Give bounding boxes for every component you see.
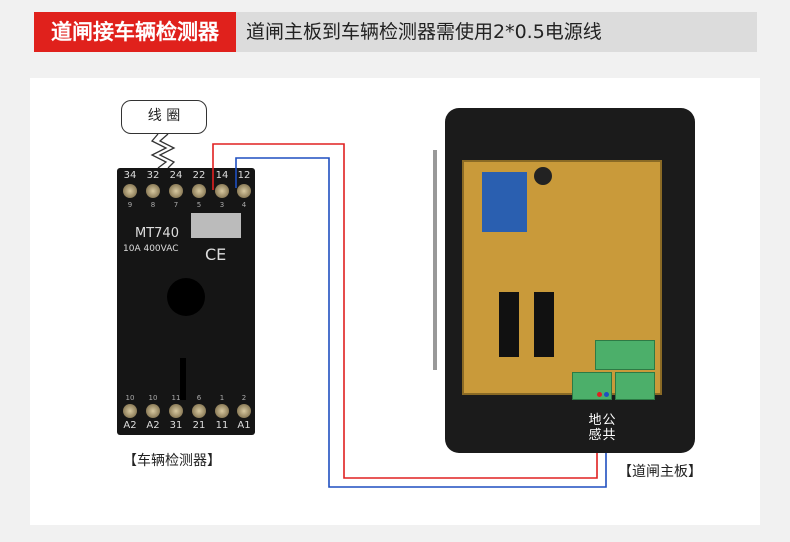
antenna-icon (433, 150, 437, 370)
top-pin-number: 4 (241, 201, 247, 209)
screw-terminal[interactable] (237, 184, 251, 198)
top-terminal-label: 12 (237, 170, 251, 181)
relay-icon (499, 292, 519, 357)
top-pin-number: 5 (196, 201, 202, 209)
screw-terminal[interactable] (192, 404, 206, 418)
top-terminal-label: 34 (123, 170, 137, 181)
coil-lead-icon (150, 133, 168, 169)
ground-sense-label: 地感 (588, 413, 602, 443)
header-tag: 道闸接车辆检测器 (34, 12, 236, 52)
top-terminal-label: 32 (146, 170, 160, 181)
bottom-pin-number: 2 (241, 394, 247, 402)
terminal-block (615, 372, 655, 400)
screw-terminal[interactable] (123, 404, 137, 418)
detector-caption: 【车辆检测器】 (123, 453, 221, 469)
top-pin-number: 7 (173, 201, 179, 209)
coil-lead-icon (158, 133, 176, 169)
screw-terminal[interactable] (237, 404, 251, 418)
bottom-terminal-label: A1 (237, 420, 251, 431)
socket-center-icon (167, 278, 205, 316)
screw-terminal[interactable] (215, 404, 229, 418)
screw-terminal[interactable] (146, 184, 160, 198)
common-label: 公共 (602, 413, 616, 443)
screw-terminal[interactable] (169, 404, 183, 418)
red-wire (212, 143, 598, 479)
ce-mark: CE (205, 245, 227, 264)
top-pin-number: 3 (219, 201, 225, 209)
screw-terminal[interactable] (169, 184, 183, 198)
blue-wire (235, 157, 607, 488)
mainboard-pcb (462, 160, 662, 395)
coil-label: 线 圈 (121, 100, 207, 134)
bottom-terminal-label: A2 (146, 420, 160, 431)
bottom-terminal-label: 11 (215, 420, 229, 431)
relay-icon (534, 292, 554, 357)
mainboard-caption: 【道闸主板】 (618, 464, 702, 480)
bottom-terminal-label: 21 (192, 420, 206, 431)
screw-terminal[interactable] (192, 184, 206, 198)
transformer-icon (482, 172, 527, 232)
socket-slot-icon (180, 358, 186, 400)
bottom-pin-number: 1 (219, 394, 225, 402)
bottom-terminal-label: A2 (123, 420, 137, 431)
terminal-block (595, 340, 655, 370)
screw-terminal[interactable] (123, 184, 137, 198)
header-description: 道闸主板到车辆检测器需使用2*0.5电源线 (246, 21, 602, 43)
capacitor-icon (534, 167, 552, 185)
top-terminal-label: 22 (192, 170, 206, 181)
top-pin-number: 9 (127, 201, 133, 209)
bottom-pin-number: 11 (171, 394, 181, 402)
model-label: MT740 (135, 226, 179, 241)
top-pin-number: 8 (150, 201, 156, 209)
top-terminal-label: 24 (169, 170, 183, 181)
bottom-terminal-label: 31 (169, 420, 183, 431)
header-bar: 道闸接车辆检测器 道闸主板到车辆检测器需使用2*0.5电源线 (34, 12, 757, 52)
label-sticker (191, 213, 241, 238)
bottom-pin-number: 10 (125, 394, 135, 402)
bottom-pin-number: 6 (196, 394, 202, 402)
bottom-pin-number: 10 (148, 394, 158, 402)
rating-label: 10A 400VAC (123, 244, 179, 254)
top-terminal-label: 14 (215, 170, 229, 181)
screw-terminal[interactable] (215, 184, 229, 198)
screw-terminal[interactable] (146, 404, 160, 418)
